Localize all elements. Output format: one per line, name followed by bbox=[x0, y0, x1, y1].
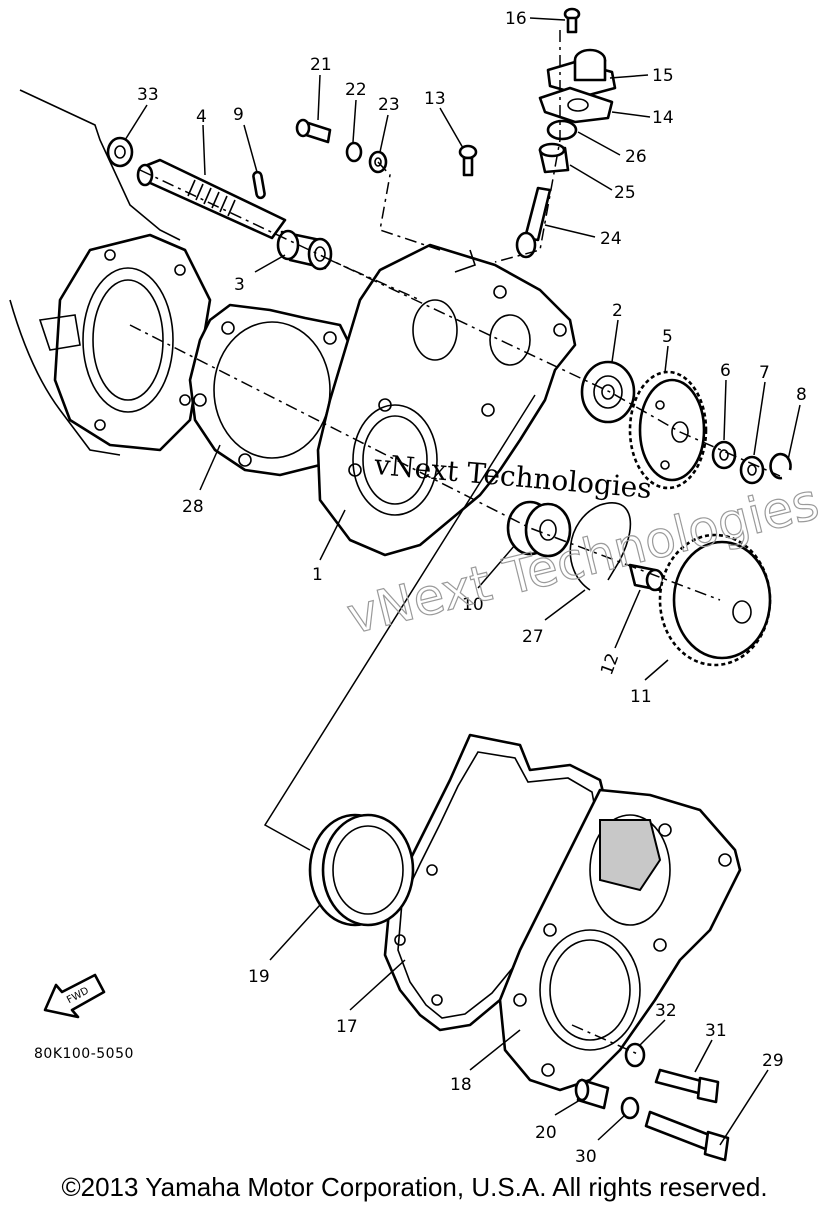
callout-16: 16 bbox=[505, 9, 527, 29]
callout-30: 30 bbox=[575, 1147, 597, 1167]
callout-23: 23 bbox=[378, 95, 400, 115]
part-5-gear bbox=[628, 370, 708, 490]
part-30-washer bbox=[620, 1096, 640, 1120]
callout-5: 5 bbox=[662, 327, 673, 347]
callout-17: 17 bbox=[336, 1017, 358, 1037]
part-13-bolt bbox=[458, 144, 478, 177]
part-27-circlip bbox=[569, 502, 632, 591]
drawing-code: 80K100-5050 bbox=[34, 1046, 134, 1062]
callout-12: 12 bbox=[597, 651, 623, 678]
callout-14: 14 bbox=[652, 108, 674, 128]
part-11-gear bbox=[658, 533, 772, 667]
alignment-lines bbox=[129, 30, 781, 1056]
callout-33: 33 bbox=[137, 85, 159, 105]
part-21-bolt bbox=[295, 118, 332, 144]
part-18-cover bbox=[498, 788, 742, 1092]
callout-labels: 1 2 3 4 5 6 7 8 9 10 11 12 13 14 15 16 1… bbox=[137, 9, 807, 1167]
part-24-gear-shaft bbox=[515, 186, 552, 259]
copyright-notice: ©2013 Yamaha Motor Corporation, U.S.A. A… bbox=[61, 1172, 768, 1202]
part-4-shaft bbox=[136, 158, 287, 240]
callout-21: 21 bbox=[310, 55, 332, 75]
callout-10: 10 bbox=[462, 595, 484, 615]
front-direction-arrow: FWD bbox=[43, 973, 106, 1019]
part-16-bolt bbox=[563, 7, 581, 34]
callout-6: 6 bbox=[720, 361, 731, 381]
part-2-bearing bbox=[580, 360, 636, 424]
part-33-washer bbox=[106, 136, 134, 168]
callout-13: 13 bbox=[424, 89, 446, 109]
callout-7: 7 bbox=[759, 363, 770, 383]
callout-20: 20 bbox=[535, 1123, 557, 1143]
part-15-flange bbox=[546, 48, 617, 98]
part-1-housing bbox=[316, 243, 577, 557]
callout-18: 18 bbox=[450, 1075, 472, 1095]
part-14-gasket bbox=[538, 86, 614, 124]
part-31-bolt bbox=[654, 1068, 720, 1104]
part-9-pin bbox=[252, 170, 266, 200]
callout-19: 19 bbox=[248, 967, 270, 987]
part-25-bushing bbox=[538, 142, 570, 174]
part-29-bolt bbox=[644, 1110, 730, 1162]
callout-29: 29 bbox=[762, 1051, 784, 1071]
callout-32: 32 bbox=[655, 1001, 677, 1021]
part-26-seal bbox=[546, 119, 578, 141]
callout-28: 28 bbox=[182, 497, 204, 517]
part-22-washer bbox=[345, 141, 363, 163]
part-32-washer bbox=[624, 1042, 646, 1068]
part-19-seal bbox=[308, 813, 415, 927]
part-20-dowel bbox=[574, 1078, 610, 1110]
callout-2: 2 bbox=[612, 301, 623, 321]
callout-3: 3 bbox=[234, 275, 245, 295]
part-3-collar bbox=[276, 229, 333, 271]
engine-case-outline bbox=[9, 89, 212, 456]
callout-11: 11 bbox=[630, 687, 652, 707]
callout-26: 26 bbox=[625, 147, 647, 167]
callout-22: 22 bbox=[345, 80, 367, 100]
callout-24: 24 bbox=[600, 229, 622, 249]
part-7-washer bbox=[739, 455, 765, 485]
housing-to-seal-line bbox=[263, 394, 536, 851]
part-10-bearing bbox=[506, 500, 572, 558]
callout-4: 4 bbox=[196, 107, 207, 127]
callout-25: 25 bbox=[614, 183, 636, 203]
callout-8: 8 bbox=[796, 385, 807, 405]
part-8-clip bbox=[769, 452, 792, 480]
callout-1: 1 bbox=[312, 565, 323, 585]
callout-31: 31 bbox=[705, 1021, 727, 1041]
callout-15: 15 bbox=[652, 66, 674, 86]
callout-27: 27 bbox=[522, 627, 544, 647]
callout-9: 9 bbox=[233, 105, 244, 125]
callout-leaders bbox=[124, 17, 801, 1146]
